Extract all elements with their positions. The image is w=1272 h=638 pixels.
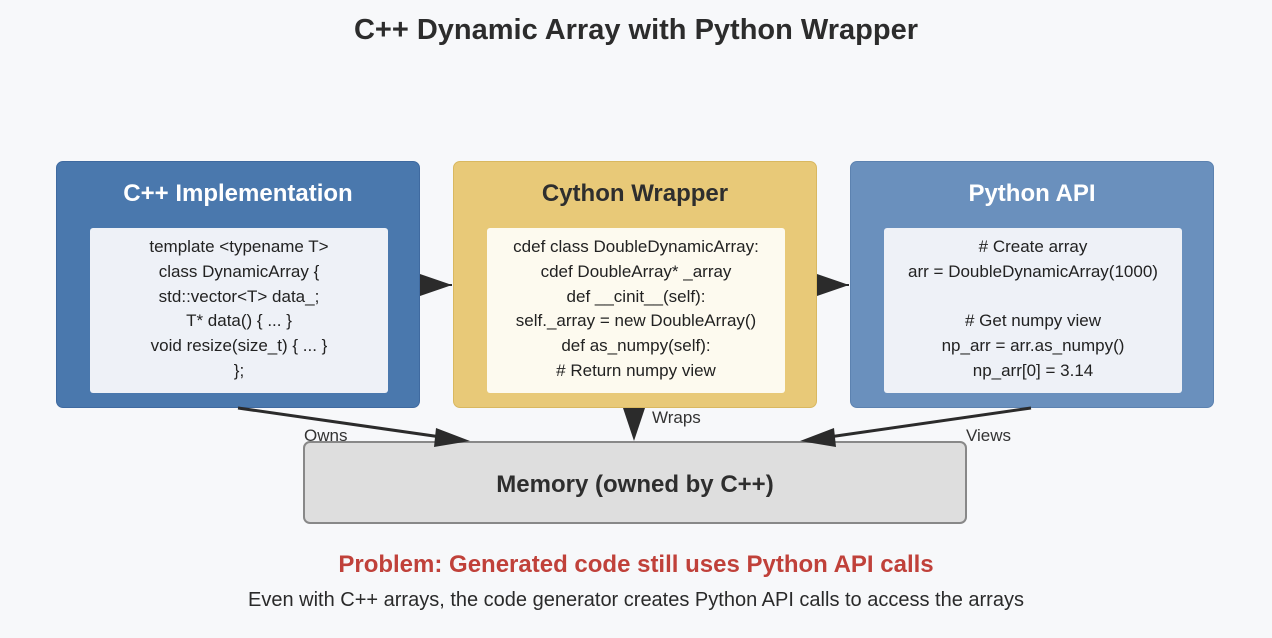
memory-box: Memory (owned by C++) xyxy=(303,441,967,524)
arrowhead-views xyxy=(800,428,836,447)
python-api-box: Python API # Create array arr = DoubleDy… xyxy=(850,161,1214,408)
explanation-note: Even with C++ arrays, the code generator… xyxy=(248,589,1024,611)
code-line: self._array = new DoubleArray() xyxy=(515,311,757,331)
diagram-title: C++ Dynamic Array with Python Wrapper xyxy=(353,14,919,46)
code-line: class DynamicArray { xyxy=(158,261,320,281)
arrowhead-owns xyxy=(434,428,470,447)
cython-box-title: Cython Wrapper xyxy=(541,180,729,207)
cython-code-block: cdef class DoubleDynamicArray: cdef Doub… xyxy=(487,228,785,393)
code-line: # Get numpy view xyxy=(964,311,1102,331)
arrowhead-cython-to-python xyxy=(817,274,849,296)
code-line: std::vector<T> data_; xyxy=(158,286,320,306)
code-line: def as_numpy(self): xyxy=(561,336,711,356)
code-line: cdef DoubleArray* _array xyxy=(540,261,732,281)
cython-wrapper-box: Cython Wrapper cdef class DoubleDynamicA… xyxy=(453,161,817,408)
edge-label-wraps: Wraps xyxy=(652,408,701,427)
python-code-block: # Create array arr = DoubleDynamicArray(… xyxy=(884,228,1182,393)
code-line: arr = DoubleDynamicArray(1000) xyxy=(908,261,1158,281)
arrowhead-wraps xyxy=(623,408,645,441)
code-line: void resize(size_t) { ... } xyxy=(150,336,328,356)
cpp-box-title: C++ Implementation xyxy=(123,180,353,207)
code-line: template <typename T> xyxy=(149,237,329,256)
cpp-implementation-box: C++ Implementation template <typename T>… xyxy=(56,161,420,408)
code-line: # Create array xyxy=(978,237,1088,256)
arrowhead-cpp-to-cython xyxy=(420,274,452,296)
code-line: np_arr = arr.as_numpy() xyxy=(941,336,1125,356)
edge-label-views: Views xyxy=(966,426,1012,445)
arrow-views xyxy=(821,406,1032,440)
code-line: np_arr[0] = 3.14 xyxy=(972,360,1094,380)
code-line: def __cinit__(self): xyxy=(566,286,706,306)
problem-statement: Problem: Generated code still uses Pytho… xyxy=(338,551,934,578)
arrow-owns xyxy=(237,406,449,440)
code-line: T* data() { ... } xyxy=(186,311,292,331)
edge-label-owns: Owns xyxy=(304,426,348,445)
code-line: cdef class DoubleDynamicArray: xyxy=(513,237,759,256)
memory-label: Memory (owned by C++) xyxy=(496,471,774,498)
code-line: # Return numpy view xyxy=(556,360,716,380)
cpp-code-block: template <typename T> class DynamicArray… xyxy=(90,228,388,393)
code-line: }; xyxy=(233,360,245,380)
python-box-title: Python API xyxy=(968,180,1096,207)
